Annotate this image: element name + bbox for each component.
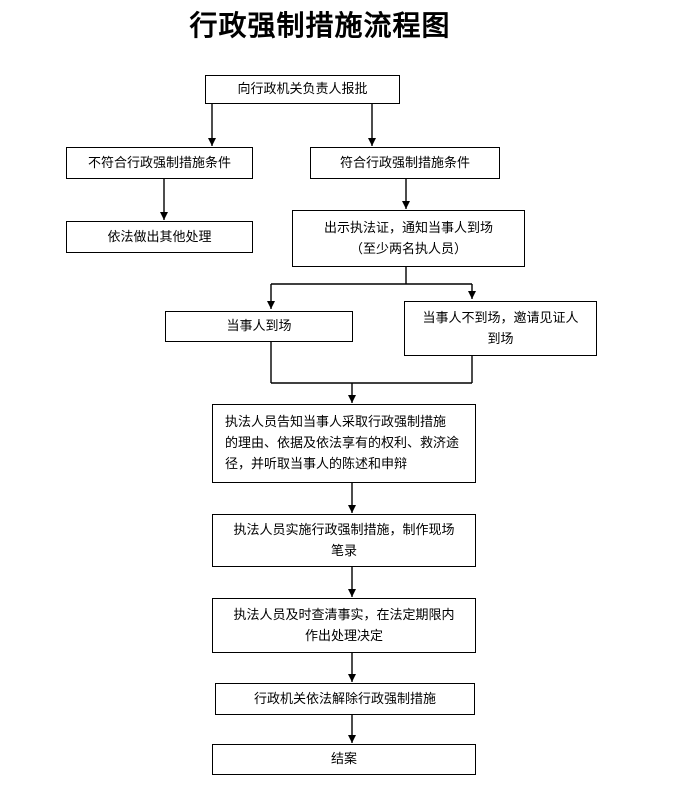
node-implement-measures: 执法人员实施行政强制措施，制作现场 笔录 (212, 514, 476, 567)
node-investigate-decide: 执法人员及时查清事实，在法定期限内 作出处理决定 (212, 598, 476, 653)
node-party-absent: 当事人不到场，邀请见证人 到场 (404, 301, 597, 356)
page-title: 行政强制措施流程图 (189, 9, 451, 42)
node-show-certificate: 出示执法证，通知当事人到场 （至少两名执人员） (292, 210, 525, 267)
node-release-measures: 行政机关依法解除行政强制措施 (215, 683, 475, 715)
node-not-meet-conditions: 不符合行政强制措施条件 (66, 147, 253, 179)
node-party-present: 当事人到场 (165, 311, 353, 342)
node-inform-party: 执法人员告知当事人采取行政强制措施 的理由、依据及依法享有的权利、救济途 径，并… (212, 404, 476, 483)
node-other-handling: 依法做出其他处理 (66, 221, 253, 253)
node-close-case: 结案 (212, 744, 476, 775)
node-meet-conditions: 符合行政强制措施条件 (310, 147, 500, 179)
node-report-for-approval: 向行政机关负责人报批 (205, 75, 400, 104)
